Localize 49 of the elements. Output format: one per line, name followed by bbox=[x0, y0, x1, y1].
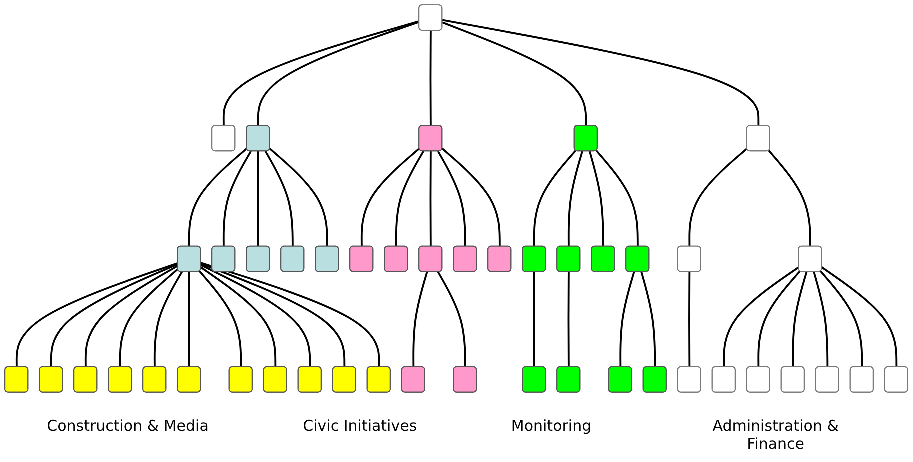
section-label: Monitoring bbox=[511, 417, 592, 438]
connector bbox=[188, 148, 248, 247]
connector bbox=[688, 272, 691, 368]
connector bbox=[84, 265, 178, 368]
connector bbox=[360, 148, 420, 247]
connector bbox=[588, 151, 604, 247]
connector bbox=[442, 22, 588, 126]
connector bbox=[200, 262, 346, 368]
connector bbox=[442, 19, 760, 126]
connector bbox=[533, 272, 536, 368]
connector bbox=[269, 148, 328, 247]
connector bbox=[437, 150, 466, 247]
connector bbox=[768, 150, 812, 247]
connector bbox=[395, 150, 424, 247]
connector bbox=[568, 272, 570, 368]
connector bbox=[688, 148, 748, 247]
connector bbox=[200, 262, 380, 368]
connector bbox=[412, 272, 428, 368]
connector bbox=[154, 272, 183, 368]
section-label: Construction & Media bbox=[47, 417, 209, 438]
connector bbox=[640, 272, 656, 368]
connector bbox=[257, 21, 420, 126]
connector bbox=[442, 148, 501, 247]
connector bbox=[222, 150, 252, 247]
connector bbox=[222, 20, 420, 126]
connector bbox=[813, 272, 829, 368]
connector bbox=[199, 270, 242, 368]
section-label: Civic Initiatives bbox=[303, 417, 418, 438]
connector bbox=[430, 151, 432, 247]
connector bbox=[620, 272, 636, 368]
connector bbox=[16, 262, 178, 368]
connector bbox=[792, 272, 808, 368]
connector bbox=[437, 272, 466, 368]
connector bbox=[188, 272, 190, 368]
connector bbox=[821, 266, 898, 368]
connector bbox=[596, 150, 639, 247]
connector bbox=[119, 268, 179, 368]
connector bbox=[257, 151, 260, 247]
connector bbox=[758, 270, 801, 368]
connector bbox=[568, 151, 584, 247]
connector bbox=[723, 266, 800, 368]
connector bbox=[264, 150, 294, 247]
connector bbox=[820, 270, 864, 368]
connector bbox=[200, 264, 312, 368]
section-label: Administration & Finance bbox=[712, 417, 840, 454]
connector bbox=[430, 30, 432, 126]
connector bbox=[200, 266, 277, 368]
connector bbox=[50, 264, 178, 368]
connector bbox=[533, 150, 577, 247]
